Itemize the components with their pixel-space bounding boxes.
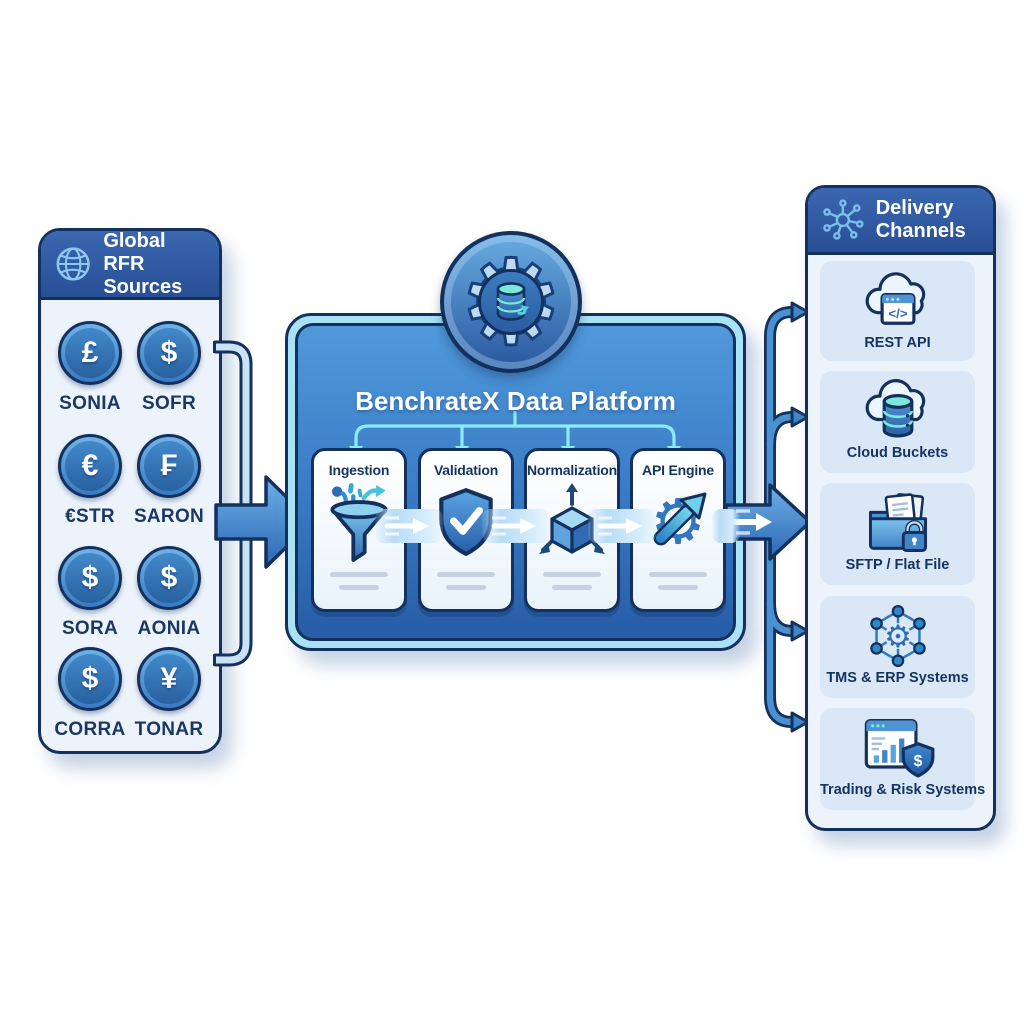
source-sofr: $ SOFR	[129, 321, 209, 415]
source-label: €STR	[65, 506, 115, 527]
svg-text:</>: </>	[888, 306, 907, 321]
left-panel-title: Global RFR Sources	[103, 229, 183, 298]
source-label: CORRA	[54, 719, 126, 740]
global-rfr-sources-panel: Global RFR Sources £ SONIA $ SOFR € €STR…	[38, 228, 222, 754]
source-label: SORA	[61, 618, 119, 639]
franc-coin-icon: ₣	[137, 434, 201, 498]
flow-arrow-band	[712, 509, 740, 543]
source-label: SONIA	[59, 393, 121, 414]
chart-shield-icon: $	[820, 715, 975, 781]
platform-to-channels-connector	[764, 301, 810, 733]
source-label: AONIA	[137, 618, 201, 639]
svg-text:$: $	[913, 753, 922, 770]
gear-arrow-icon: ⚙	[633, 478, 723, 566]
gear-database-badge: ⚙	[440, 231, 582, 373]
euro-coin-icon: €	[58, 434, 122, 498]
platform-title: BenchrateX Data Platform	[355, 386, 676, 416]
cube-arrows-icon	[527, 478, 617, 566]
source-estr: € €STR	[50, 434, 130, 528]
folder-lock-icon	[820, 490, 975, 556]
cloud-code-icon: </>	[820, 268, 975, 334]
source-label: TONAR	[134, 719, 204, 740]
funnel-icon	[314, 478, 404, 566]
svg-text:⚙: ⚙	[884, 619, 912, 655]
delivery-channels-panel: Delivery Channels </> REST API	[805, 185, 996, 831]
globe-icon	[56, 247, 90, 281]
channel-tms-erp: ⚙ TMS & ERP Systems	[820, 596, 975, 698]
flow-arrow-band	[482, 509, 550, 543]
network-gear-icon: ⚙	[820, 603, 975, 669]
database-icon	[478, 269, 544, 335]
dollar-coin-icon: $	[58, 647, 122, 711]
pound-coin-icon: £	[58, 321, 122, 385]
dollar-coin-icon: $	[58, 546, 122, 610]
source-saron: ₣ SARON	[129, 434, 209, 528]
dollar-coin-icon: $	[137, 546, 201, 610]
flow-arrow-band	[588, 509, 656, 543]
source-corra: $ CORRA	[50, 647, 130, 741]
channel-sftp-flat-file: SFTP / Flat File	[820, 483, 975, 585]
flow-arrow-band	[375, 509, 443, 543]
source-tonar: ¥ TONAR	[129, 647, 209, 741]
channel-rest-api: </> REST API	[820, 261, 975, 361]
source-sonia: £ SONIA	[50, 321, 130, 415]
channel-trading-risk: $ Trading & Risk Systems	[820, 708, 985, 810]
source-aonia: $ AONIA	[129, 546, 209, 640]
yen-coin-icon: ¥	[137, 647, 201, 711]
source-label: SOFR	[142, 393, 196, 414]
cloud-database-icon	[820, 378, 975, 444]
dollar-coin-icon: $	[137, 321, 201, 385]
right-panel-title: Delivery Channels	[875, 197, 966, 242]
network-hub-icon	[823, 199, 864, 240]
left-panel-header: Global RFR Sources	[41, 229, 219, 300]
source-label: SARON	[133, 506, 205, 527]
right-panel-header: Delivery Channels	[808, 188, 993, 255]
channel-cloud-buckets: Cloud Buckets	[820, 371, 975, 473]
source-sora: $ SORA	[50, 546, 130, 640]
